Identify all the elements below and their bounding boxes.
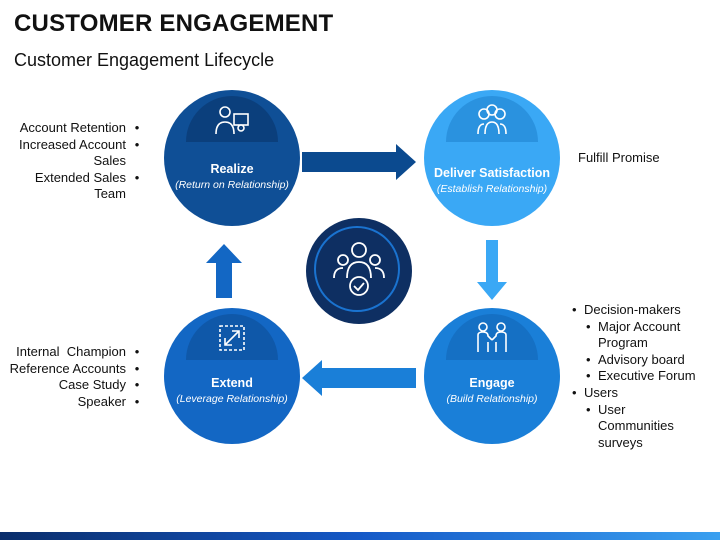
stage-realize-cap (186, 96, 278, 142)
list-item: Internal Champion• (16, 344, 140, 359)
stage-deliver-subtitle: (Establish Relationship) (436, 183, 548, 195)
realize-list: Account Retention• Increased Account Sal… (8, 120, 148, 203)
engage-list: •Decision-makers •Major Account Program … (572, 302, 696, 451)
stage-extend-cap (186, 314, 278, 360)
expand-icon (219, 325, 245, 351)
list-item: •User Communities surveys (586, 401, 674, 450)
stage-deliver-title: Deliver Satisfaction (433, 166, 550, 180)
stage-engage-title: Engage (469, 376, 515, 390)
stage-engage: Engage (Build Relationship) (424, 308, 560, 444)
list-item: •Major Account Program (586, 318, 681, 351)
list-item: Speaker• (77, 393, 140, 409)
list-item: Case Study• (58, 377, 140, 393)
arrow-down (477, 240, 507, 300)
arrow-left (302, 360, 416, 396)
stage-extend-title: Extend (211, 376, 253, 390)
list-item: Extended Sales Team• (34, 169, 140, 202)
list-item: •Decision-makers (572, 302, 681, 317)
list-item: Increased Account Sales• (19, 136, 140, 169)
stage-extend-subtitle: (Leverage Relationship) (176, 393, 288, 405)
center-inner-ring (314, 226, 400, 312)
page-title: CUSTOMER ENGAGEMENT (14, 10, 334, 37)
list-item: •Executive Forum (586, 368, 696, 384)
arrow-right (302, 144, 416, 180)
handshake-icon (477, 322, 507, 352)
stage-realize-title: Realize (210, 162, 254, 176)
list-item: Fulfill Promise (578, 150, 660, 165)
stage-extend: Extend (Leverage Relationship) (164, 308, 300, 444)
team-icon (477, 104, 507, 135)
list-item: •Users (572, 384, 618, 400)
extend-list: Internal Champion• Reference Accounts• C… (8, 344, 148, 410)
users-presentation-icon (215, 106, 249, 135)
stage-deliver-cap (446, 96, 538, 142)
page-subtitle: Customer Engagement Lifecycle (14, 50, 275, 70)
stage-deliver: Deliver Satisfaction (Establish Relation… (424, 90, 560, 226)
stage-engage-subtitle: (Build Relationship) (446, 393, 538, 405)
list-item: •Advisory board (586, 351, 685, 367)
list-item: Account Retention• (19, 120, 140, 135)
bottom-accent-bar (0, 532, 720, 540)
stage-realize-subtitle: (Return on Relationship) (175, 179, 289, 191)
center-circle (306, 218, 412, 324)
deliver-list: Fulfill Promise (578, 150, 660, 165)
stage-engage-cap (446, 314, 538, 360)
list-item: Reference Accounts• (9, 360, 140, 376)
arrow-up (206, 244, 242, 298)
group-check-icon (333, 242, 385, 296)
stage-realize: Realize (Return on Relationship) (164, 90, 300, 226)
